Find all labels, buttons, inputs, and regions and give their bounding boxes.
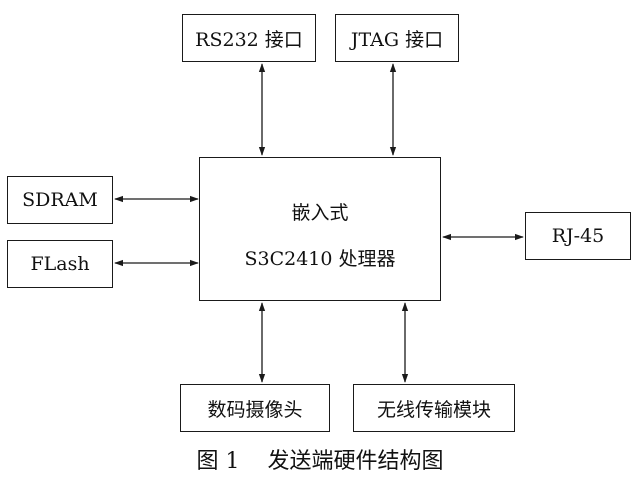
flash-box: FLash [7, 240, 113, 288]
wireless-module-label: 无线传输模块 [376, 398, 491, 421]
rj45-label: RJ-45 [551, 225, 605, 247]
sdram-box: SDRAM [7, 176, 113, 224]
rs232-interface-label: RS232 接口 [195, 28, 303, 51]
processor-box: 嵌入式 S3C2410 处理器 [199, 157, 441, 301]
rj45-box: RJ-45 [525, 212, 631, 260]
sdram-label: SDRAM [22, 189, 98, 211]
jtag-interface-box: JTAG 接口 [335, 14, 459, 62]
rs232-interface-box: RS232 接口 [182, 14, 316, 62]
camera-box: 数码摄像头 [180, 384, 330, 432]
flash-label: FLash [30, 253, 90, 275]
processor-label-line2: S3C2410 处理器 [244, 248, 396, 270]
processor-label-line1: 嵌入式 [291, 202, 349, 224]
wireless-module-box: 无线传输模块 [353, 384, 515, 432]
figure-caption: 图 1 发送端硬件结构图 [196, 449, 444, 474]
camera-label: 数码摄像头 [207, 398, 303, 421]
jtag-interface-label: JTAG 接口 [350, 28, 444, 51]
